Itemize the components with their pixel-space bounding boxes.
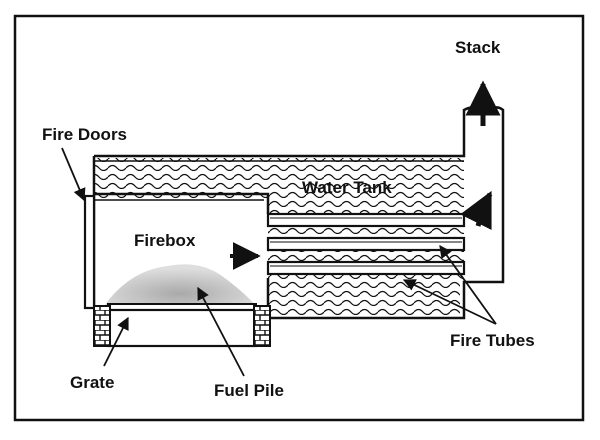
- figure-frame: [13, 14, 585, 422]
- brick-pier-right: [253, 305, 271, 347]
- stack-label: Stack: [455, 38, 501, 57]
- fire-tube: [266, 212, 466, 228]
- grate-leader: [103, 316, 129, 367]
- brick-pier-left: [93, 305, 111, 347]
- water-lower: [268, 282, 460, 318]
- fire-tubes-leader: [439, 244, 497, 325]
- grate-label: Grate: [70, 373, 114, 392]
- water-tank-label: Water Tank: [302, 178, 392, 197]
- stack-flow-arrow: [460, 190, 493, 231]
- fuel-pile-leader: [197, 286, 245, 377]
- fire-tube: [266, 260, 466, 276]
- firebox-label: Firebox: [134, 231, 196, 250]
- fire-tubes: [266, 212, 466, 276]
- fire-tubes-leader: [402, 279, 497, 325]
- ash-pit: [106, 308, 258, 348]
- fire-doors-leader: [61, 147, 86, 202]
- fuel-pile-label: Fuel Pile: [214, 381, 284, 400]
- fire-tubes-label: Fire Tubes: [450, 331, 535, 350]
- fire-tube: [266, 236, 466, 252]
- firebox-top-wall: [94, 192, 270, 214]
- fuel-pile: [104, 264, 256, 306]
- fire-door: [83, 194, 96, 310]
- fire-doors-label: Fire Doors: [42, 125, 127, 144]
